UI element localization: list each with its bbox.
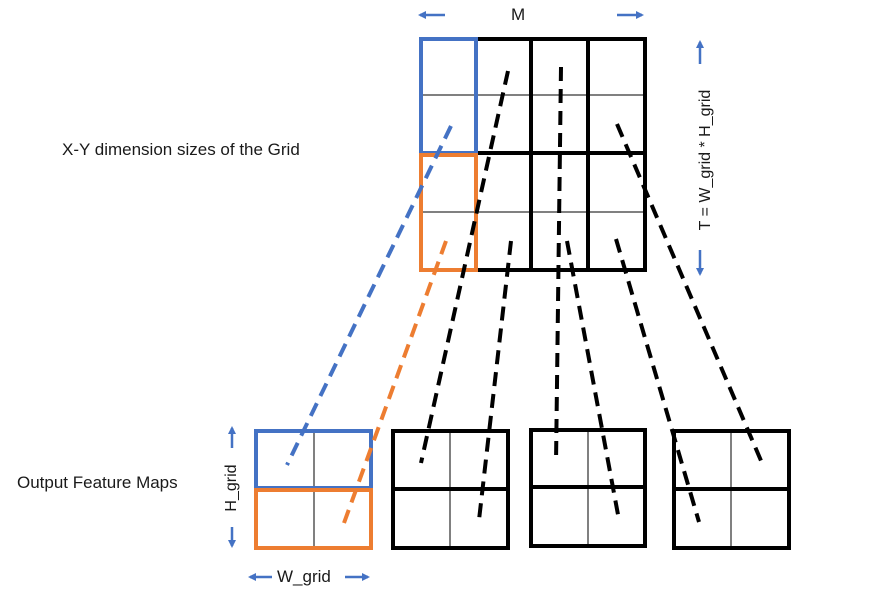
grid-cell-blue: [419, 37, 478, 155]
output-caption: Output Feature Maps: [17, 473, 178, 492]
mapping-lines: [285, 66, 764, 524]
grid-caption: X-Y dimension sizes of the Grid: [62, 140, 300, 159]
output-feature-maps: [254, 428, 791, 550]
arrow-icons: [228, 11, 704, 581]
mapping-line-blue: [285, 125, 453, 466]
mapping-line-orange: [342, 240, 448, 524]
mapping-line-black-5: [615, 123, 764, 464]
top-axis-label-m: M: [511, 5, 526, 24]
feature-map-3: [529, 428, 647, 548]
mapping-line-black-1: [419, 70, 510, 464]
mapping-line-black-6: [614, 238, 701, 523]
mapping-line-black-3: [554, 66, 563, 464]
bottom-axis-label-w-grid: W_grid: [277, 567, 331, 586]
mapping-line-black-2: [477, 240, 513, 521]
mapping-line-black-4: [565, 240, 621, 521]
feature-map-2: [391, 429, 510, 550]
feature-map-4: [672, 429, 791, 550]
input-grid: [419, 37, 647, 272]
feature-map-1: [254, 429, 373, 550]
